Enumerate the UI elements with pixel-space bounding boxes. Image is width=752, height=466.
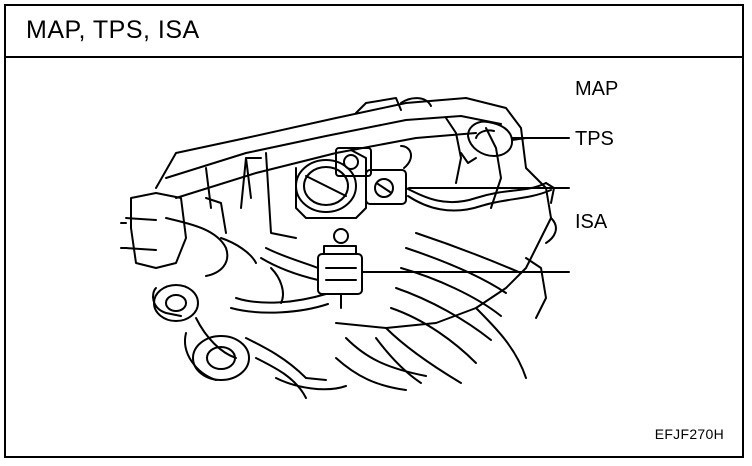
callout-isa-label: ISA: [575, 211, 608, 233]
callout-leaders: [120, 137, 570, 273]
isa-valve: [317, 228, 363, 309]
diagram-title: MAP, TPS, ISA: [26, 16, 200, 44]
engine-illustration: [120, 97, 570, 399]
title-bar: MAP, TPS, ISA: [6, 6, 742, 58]
callout-map-label: MAP: [575, 78, 619, 100]
hoses-and-wiring: [230, 182, 557, 314]
tps-sensor: [365, 145, 412, 205]
throttle-body: [240, 147, 372, 239]
intake-manifold: [155, 97, 552, 384]
figure-code: EFJF270H: [654, 426, 724, 442]
engine-block: [125, 192, 547, 399]
callout-tps-label: TPS: [575, 128, 614, 150]
diagram-frame: MAP, TPS, ISA: [4, 4, 744, 458]
